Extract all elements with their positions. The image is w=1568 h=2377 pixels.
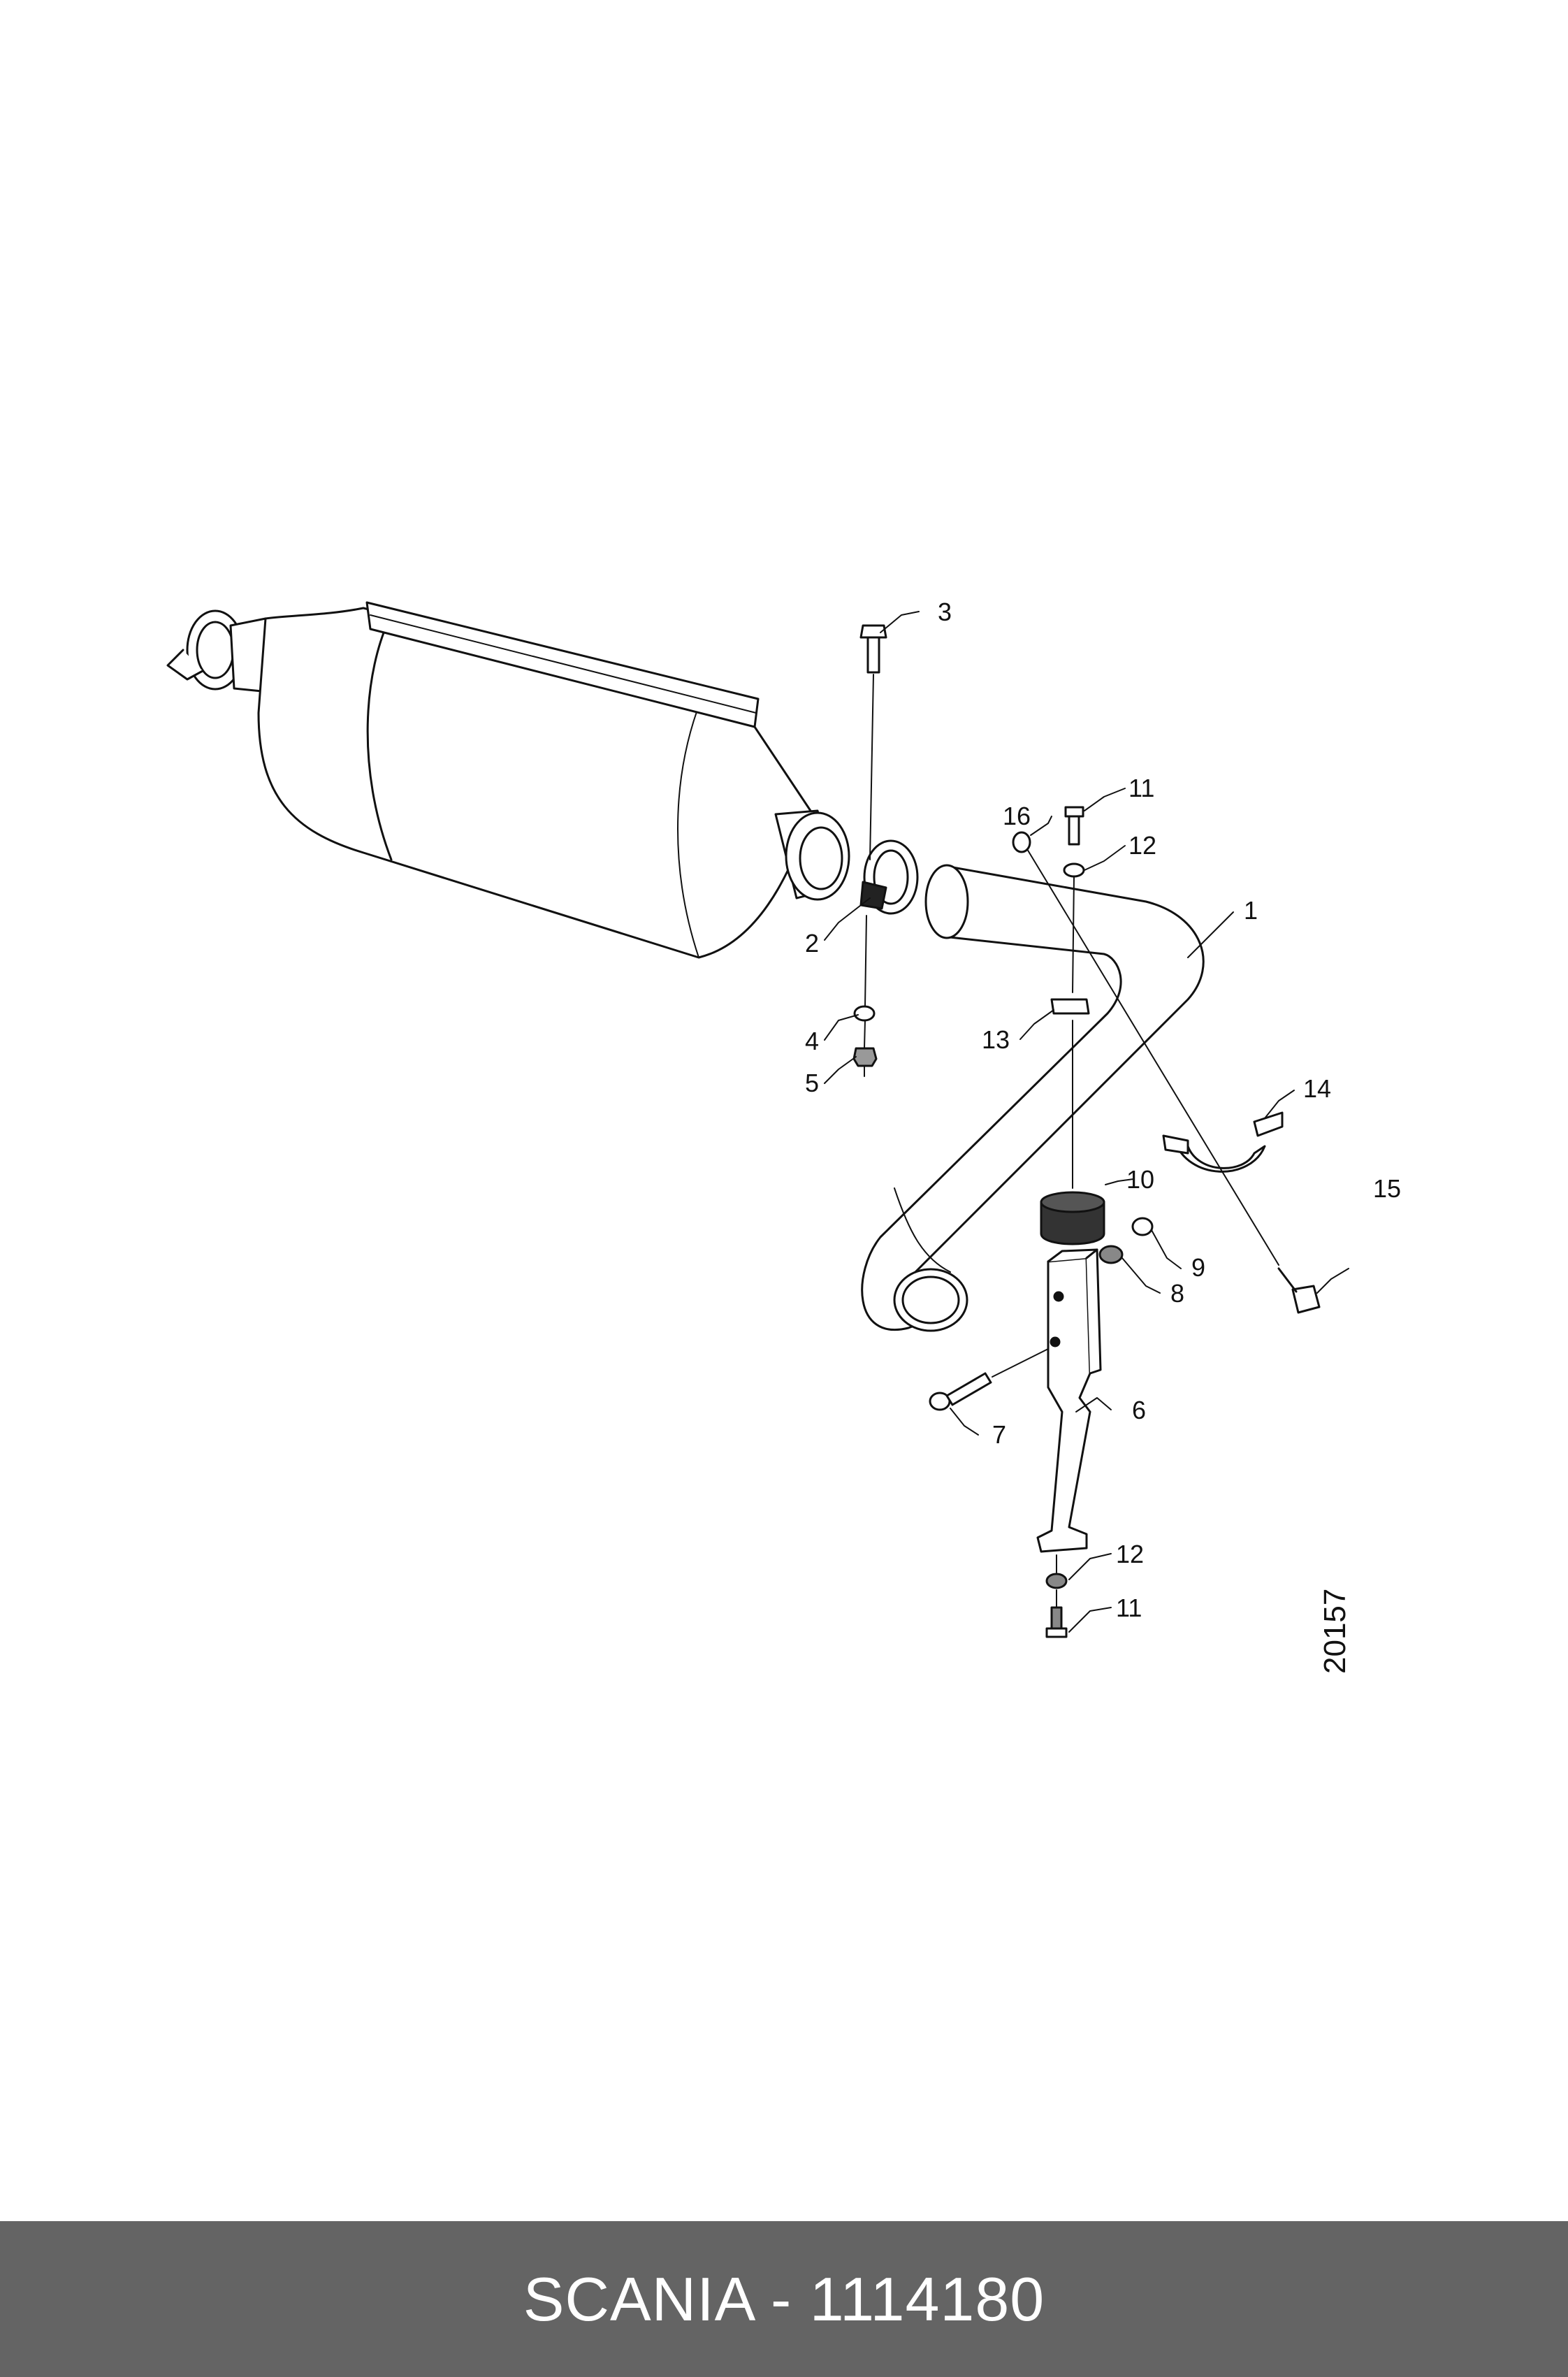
callout-labels: 3 2 4 5 1 13 11 12 16 14 15 10 9 8 6 7 1… — [805, 598, 1401, 1674]
silencer-outlet — [785, 811, 850, 901]
part-4-washer — [853, 1005, 876, 1022]
drawing-number: 20157 — [1318, 1589, 1352, 1674]
part-3-bolt — [859, 624, 887, 674]
callout-12-bottom: 12 — [1116, 1540, 1144, 1568]
callout-16: 16 — [1003, 802, 1031, 830]
part-2-clamp — [859, 839, 919, 915]
part-7-bolt — [929, 1372, 992, 1411]
part-11-bolt-top — [1064, 806, 1084, 846]
callout-4: 4 — [805, 1027, 819, 1055]
callout-11-bottom: 11 — [1116, 1594, 1142, 1622]
part-16-nut — [1012, 831, 1031, 853]
callout-8: 8 — [1170, 1279, 1184, 1308]
callout-6: 6 — [1132, 1396, 1146, 1424]
part-6-bracket — [1036, 1248, 1102, 1553]
footer-title: SCANIA - 1114180 — [523, 2264, 1045, 2334]
part-14-clamp — [1162, 1111, 1284, 1173]
callout-12-top: 12 — [1128, 831, 1156, 860]
callout-1: 1 — [1244, 896, 1258, 925]
callout-15: 15 — [1373, 1174, 1401, 1203]
part-10-rubber-block — [1040, 1191, 1105, 1245]
callout-14: 14 — [1303, 1074, 1331, 1103]
callout-5: 5 — [805, 1069, 819, 1097]
part-12-washer-top — [1063, 862, 1085, 878]
exploded-parts-diagram: 3 2 4 5 1 13 11 12 16 14 15 10 9 8 6 7 1… — [166, 598, 1401, 1674]
assembly-lines — [864, 674, 1279, 1608]
callout-11-top: 11 — [1128, 774, 1154, 802]
part-12-washer-bottom — [1045, 1573, 1068, 1589]
footer-bar: SCANIA - 1114180 — [0, 2221, 1568, 2377]
part-9-nut — [1131, 1217, 1154, 1236]
part-8-washer — [1098, 1245, 1124, 1264]
inlet-clamp-bolt — [166, 649, 204, 681]
part-13-plate — [1050, 998, 1090, 1015]
silencer — [166, 601, 850, 959]
leader-lines — [824, 611, 1349, 1633]
callout-10: 10 — [1126, 1165, 1154, 1194]
part-15-screw — [1277, 1267, 1321, 1314]
part-1-exhaust-pipe — [861, 864, 1205, 1332]
callout-7: 7 — [992, 1420, 1006, 1449]
callout-13: 13 — [982, 1025, 1010, 1054]
callout-9: 9 — [1191, 1253, 1205, 1282]
part-11-bolt-bottom — [1045, 1606, 1068, 1638]
callout-3: 3 — [938, 598, 952, 626]
callout-2: 2 — [805, 929, 819, 958]
part-5-nut — [852, 1047, 878, 1067]
mounting-rail — [365, 601, 760, 728]
